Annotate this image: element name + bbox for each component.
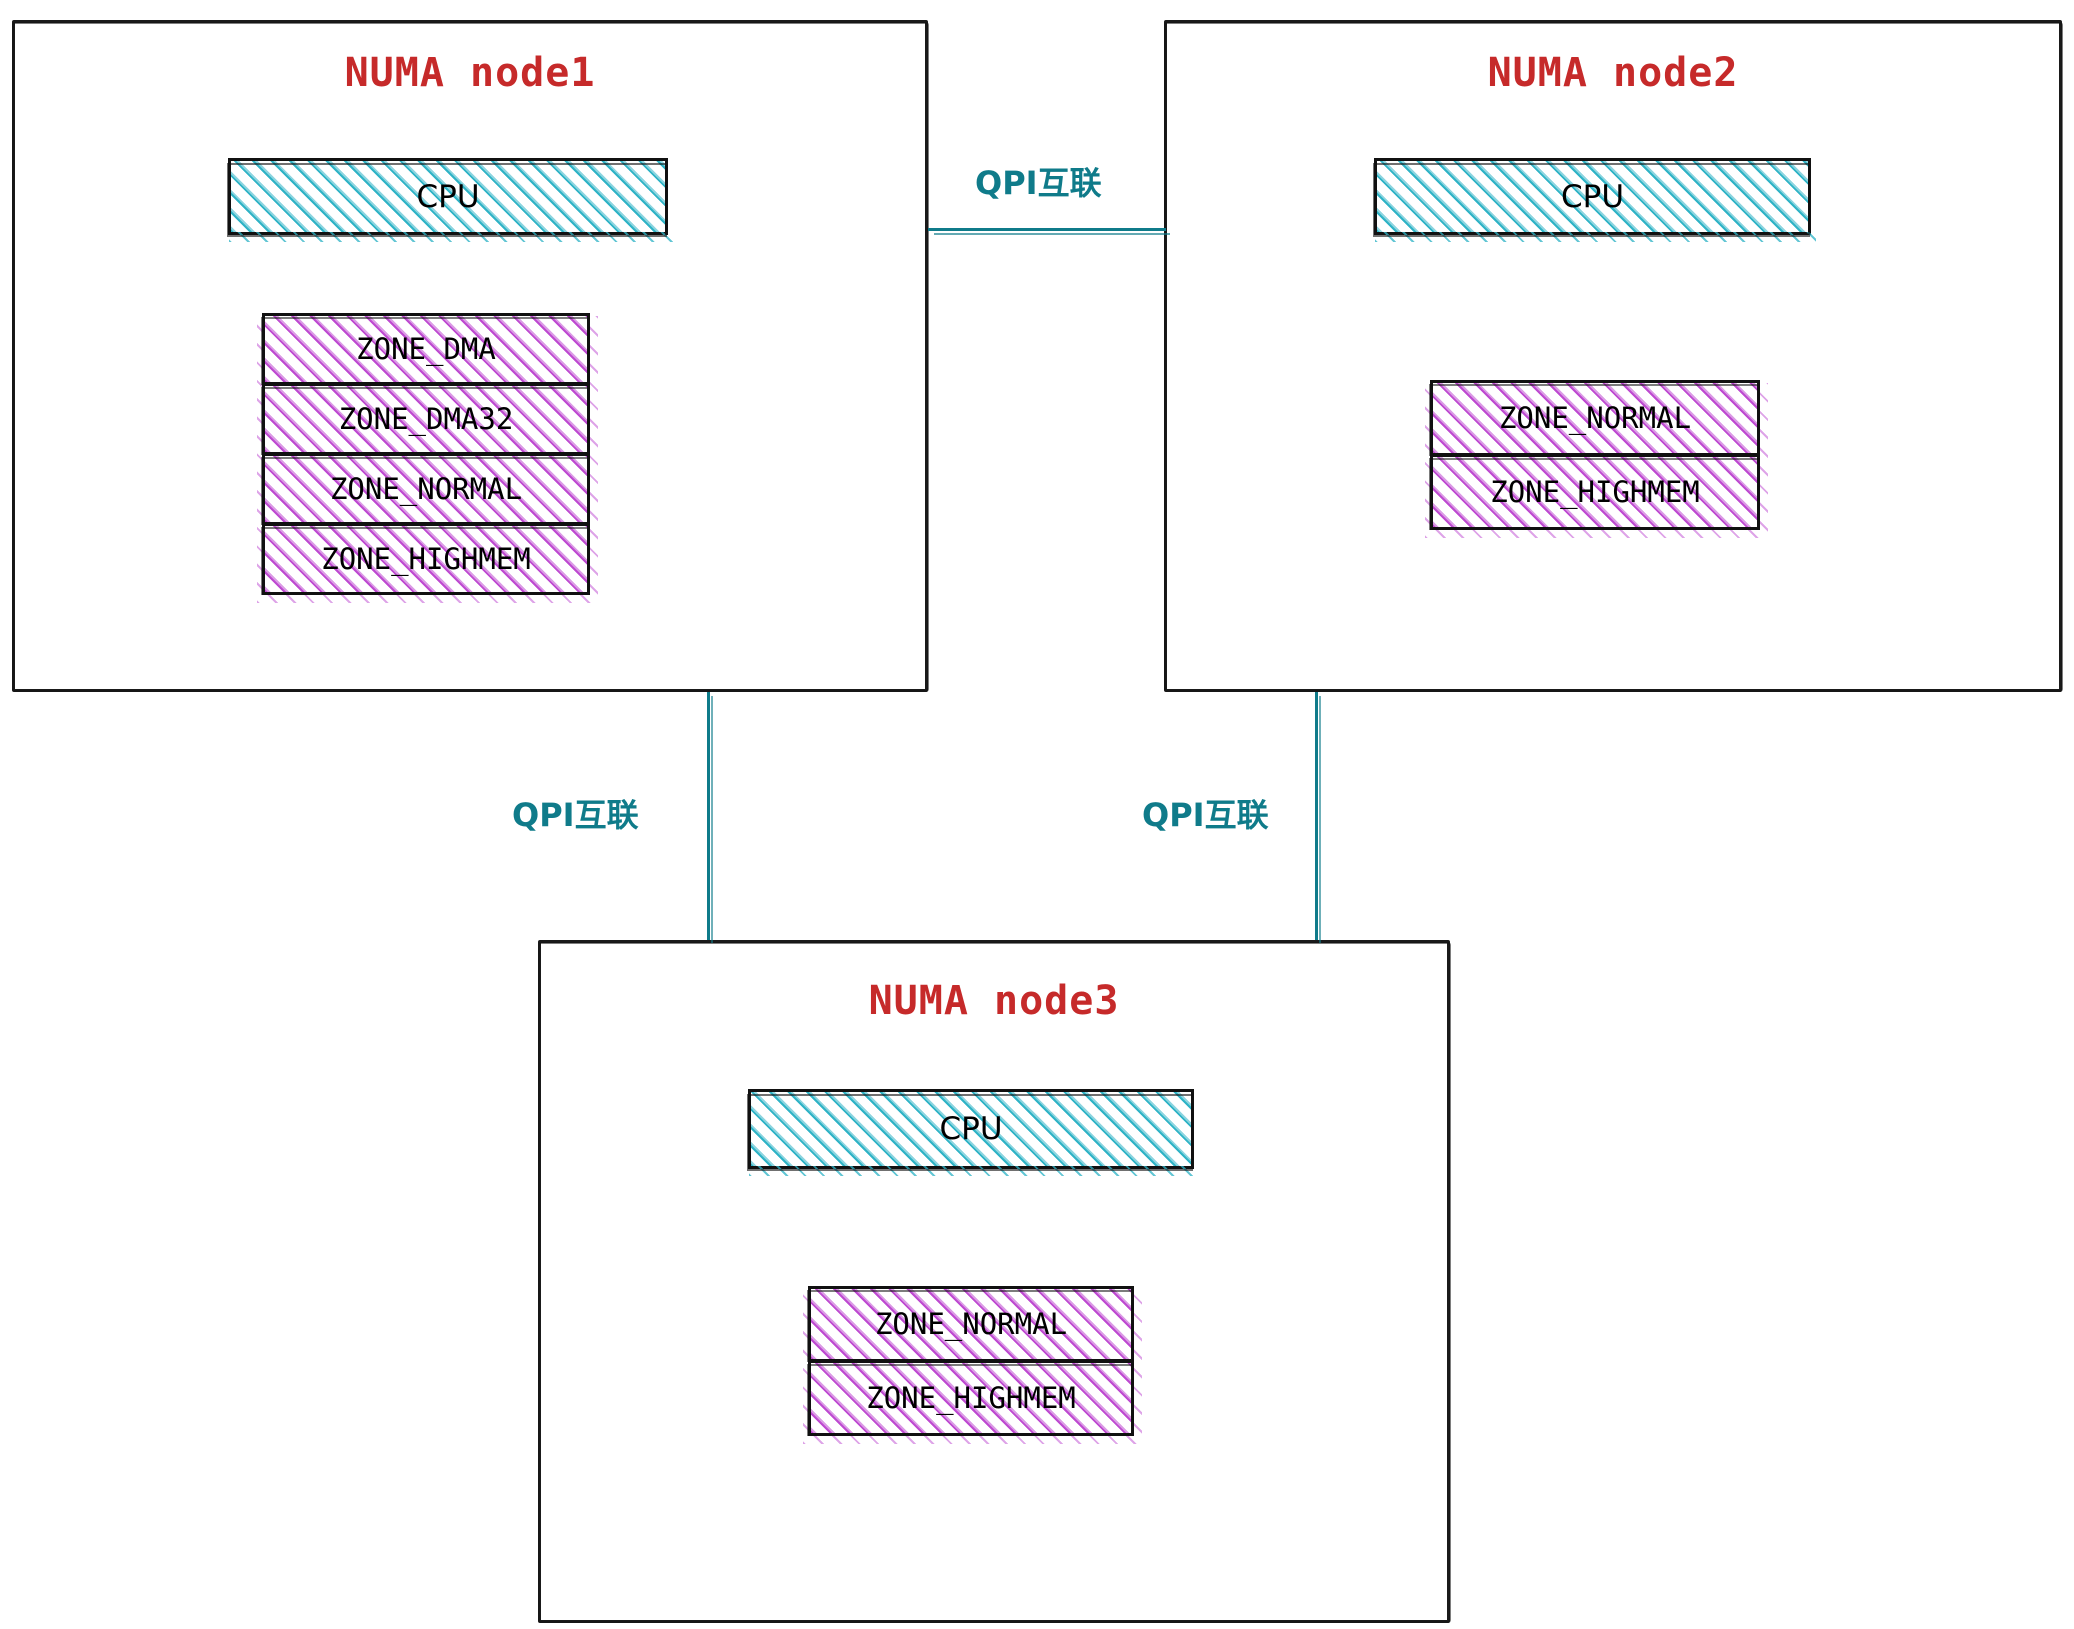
numa-node2-zone-stack: ZONE_NORMAL ZONE_HIGHMEM: [1425, 380, 1768, 538]
numa-node1-cpu-label: CPU: [416, 178, 480, 215]
zone-label: ZONE_HIGHMEM: [1490, 475, 1700, 509]
numa-node2-box: [1164, 20, 2063, 692]
zone-label: ZONE_NORMAL: [1498, 401, 1692, 435]
zone-label: ZONE_DMA32: [338, 402, 514, 436]
zone-label: ZONE_DMA: [356, 332, 496, 366]
zone-row: ZONE_NORMAL: [807, 1286, 1134, 1362]
numa-node1-cpu-box: CPU: [227, 158, 673, 242]
zone-row: ZONE_HIGHMEM: [1429, 454, 1760, 530]
zone-row: ZONE_HIGHMEM: [261, 523, 590, 595]
zone-label: ZONE_HIGHMEM: [866, 1381, 1076, 1415]
zone-label: ZONE_NORMAL: [874, 1307, 1068, 1341]
zone-label: ZONE_NORMAL: [329, 472, 523, 506]
qpi-label-node1-node3: QPI互联: [512, 796, 639, 834]
zone-row: ZONE_NORMAL: [261, 453, 590, 525]
qpi-label-node1-node2: QPI互联: [975, 164, 1102, 202]
zone-row: ZONE_DMA32: [261, 383, 590, 455]
numa-node3-title: NUMA node3: [868, 978, 1120, 1024]
numa-node3-box: [538, 940, 1451, 1623]
numa-node1-zone-stack: ZONE_DMA ZONE_DMA32 ZONE_NORMAL ZONE_HIG…: [257, 313, 598, 603]
zone-row: ZONE_HIGHMEM: [807, 1360, 1134, 1436]
zone-row: ZONE_NORMAL: [1429, 380, 1760, 456]
qpi-label-node2-node3: QPI互联: [1142, 796, 1269, 834]
qpi-connector-node2-node3: [1315, 692, 1321, 943]
numa-node2-title: NUMA node2: [1487, 50, 1739, 96]
zone-label: ZONE_HIGHMEM: [321, 542, 531, 576]
numa-node1-title: NUMA node1: [344, 50, 596, 96]
qpi-connector-node1-node2: [928, 228, 1170, 235]
numa-node2-cpu-label: CPU: [1560, 178, 1625, 215]
numa-node3-zone-stack: ZONE_NORMAL ZONE_HIGHMEM: [803, 1286, 1142, 1444]
zone-row: ZONE_DMA: [261, 313, 590, 385]
numa-node3-cpu-box: CPU: [747, 1089, 1199, 1176]
numa-node2-cpu-box: CPU: [1373, 158, 1816, 242]
numa-node3-cpu-label: CPU: [939, 1111, 1003, 1147]
qpi-connector-node1-node3: [707, 692, 713, 943]
